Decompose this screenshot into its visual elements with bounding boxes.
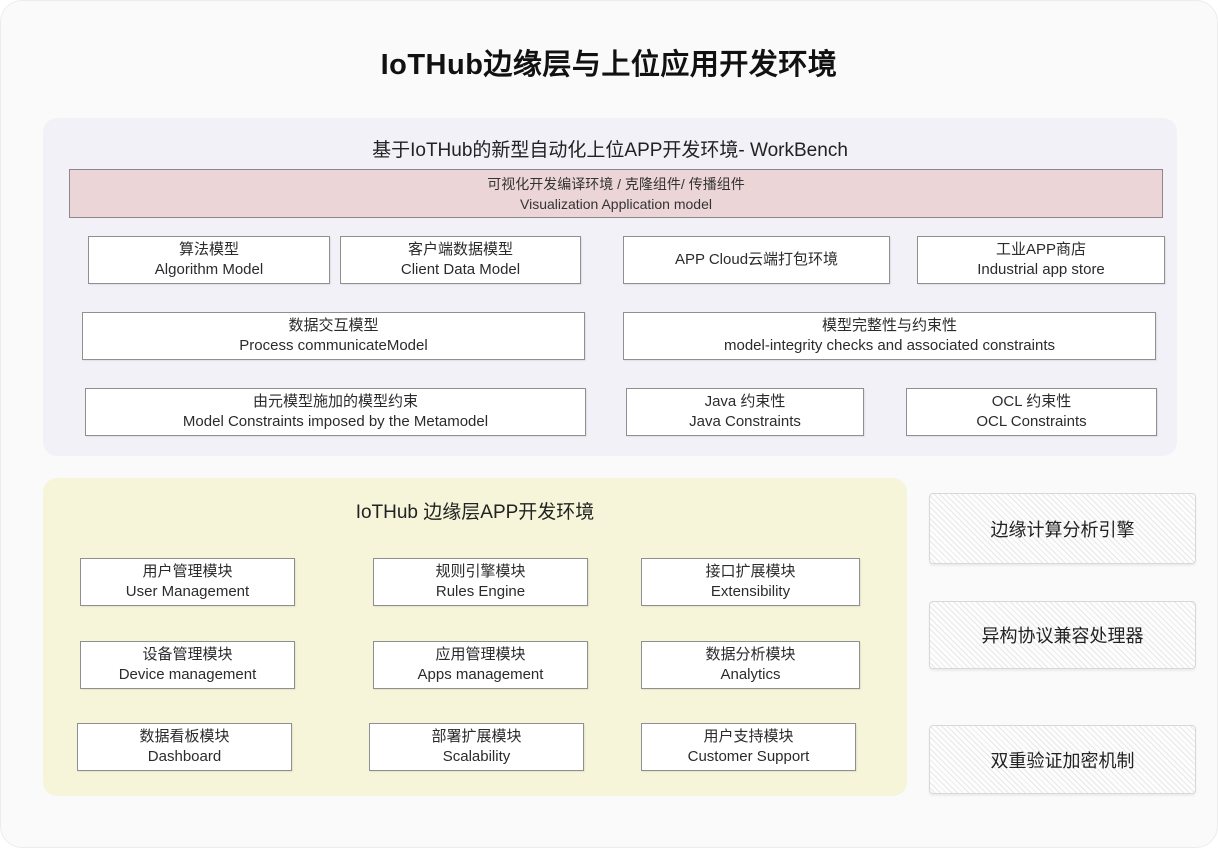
page-title: IoTHub边缘层与上位应用开发环境 — [380, 49, 838, 81]
side-box-label: 边缘计算分析引擎 — [990, 519, 1135, 540]
box-process-communicate-model: 数据交互模型 Process communicateModel — [82, 312, 585, 360]
box-label-en: model-integrity checks and associated co… — [724, 337, 1055, 354]
module-label-cn: 应用管理模块 — [435, 646, 526, 663]
box-ocl-constraints: OCL 约束性 OCL Constraints — [906, 388, 1157, 436]
side-box-protocol-compatibility-processor: 异构协议兼容处理器 — [929, 601, 1196, 669]
module-label-en: User Management — [125, 583, 250, 600]
module-user-management: 用户管理模块 User Management — [80, 558, 295, 606]
box-label-en: Industrial app store — [977, 261, 1105, 278]
module-label-cn: 规则引擎模块 — [435, 563, 526, 580]
edge-panel: IoTHub 边缘层APP开发环境 用户管理模块 User Management… — [43, 478, 907, 796]
module-label-cn: 数据分析模块 — [705, 646, 796, 663]
side-box-label: 异构协议兼容处理器 — [981, 626, 1144, 646]
module-label-cn: 数据看板模块 — [139, 728, 230, 745]
box-label-en: Model Constraints imposed by the Metamod… — [182, 413, 489, 430]
module-label-en: Scalability — [442, 748, 511, 765]
box-label-cn: 算法模型 — [178, 241, 239, 258]
box-label-en: Algorithm Model — [154, 261, 264, 278]
module-rules-engine: 规则引擎模块 Rules Engine — [373, 558, 588, 606]
module-label-cn: 用户支持模块 — [703, 728, 794, 745]
visualization-banner: 可视化开发编译环境 / 克隆组件/ 传播组件 Visualization App… — [69, 169, 1163, 218]
box-label-cn: 模型完整性与约束性 — [821, 317, 957, 334]
box-client-data-model: 客户端数据模型 Client Data Model — [340, 236, 581, 284]
workbench-panel-title: 基于IoTHub的新型自动化上位APP开发环境- WorkBench — [372, 140, 848, 161]
box-label-en: Client Data Model — [400, 261, 521, 278]
side-box-dual-verification-encryption: 双重验证加密机制 — [929, 725, 1196, 794]
box-metamodel-constraints: 由元模型施加的模型约束 Model Constraints imposed by… — [85, 388, 586, 436]
module-label-en: Customer Support — [687, 748, 810, 765]
box-label-en: OCL Constraints — [976, 413, 1087, 430]
module-extensibility: 接口扩展模块 Extensibility — [641, 558, 860, 606]
box-label-cn: OCL 约束性 — [991, 393, 1072, 410]
module-analytics: 数据分析模块 Analytics — [641, 641, 860, 689]
module-device-management: 设备管理模块 Device management — [80, 641, 295, 689]
banner-line-en: Visualization Application model — [520, 195, 712, 212]
box-label-en: Process communicateModel — [239, 337, 428, 354]
module-label-cn: 接口扩展模块 — [705, 563, 796, 580]
side-box-label: 双重验证加密机制 — [990, 750, 1135, 771]
side-box-edge-computing-engine: 边缘计算分析引擎 — [929, 493, 1196, 564]
module-label-en: Device management — [118, 666, 257, 683]
module-label-cn: 用户管理模块 — [142, 563, 233, 580]
module-scalability: 部署扩展模块 Scalability — [369, 723, 584, 771]
box-label-cn: 数据交互模型 — [288, 317, 379, 334]
box-industrial-app-store: 工业APP商店 Industrial app store — [917, 236, 1165, 284]
module-customer-support: 用户支持模块 Customer Support — [641, 723, 856, 771]
box-label-cn: Java 约束性 — [704, 393, 786, 410]
module-label-cn: 设备管理模块 — [142, 646, 233, 663]
module-apps-management: 应用管理模块 Apps management — [373, 641, 588, 689]
module-label-en: Rules Engine — [435, 583, 526, 600]
module-label-en: Dashboard — [147, 748, 222, 765]
box-app-cloud-packaging: APP Cloud云端打包环境 — [623, 236, 890, 284]
module-dashboard: 数据看板模块 Dashboard — [77, 723, 292, 771]
module-label-en: Analytics — [720, 666, 781, 683]
banner-line-cn: 可视化开发编译环境 / 克隆组件/ 传播组件 — [487, 175, 745, 192]
edge-panel-title: IoTHub 边缘层APP开发环境 — [355, 502, 595, 523]
box-label-cn: APP Cloud云端打包环境 — [674, 251, 839, 268]
box-label-cn: 由元模型施加的模型约束 — [252, 393, 418, 410]
box-label-cn: 客户端数据模型 — [407, 241, 513, 258]
box-java-constraints: Java 约束性 Java Constraints — [626, 388, 864, 436]
box-algorithm-model: 算法模型 Algorithm Model — [88, 236, 330, 284]
box-label-cn: 工业APP商店 — [995, 241, 1086, 258]
module-label-en: Apps management — [417, 666, 544, 683]
module-label-en: Extensibility — [710, 583, 791, 600]
box-model-integrity-checks: 模型完整性与约束性 model-integrity checks and ass… — [623, 312, 1156, 360]
workbench-panel: 基于IoTHub的新型自动化上位APP开发环境- WorkBench 可视化开发… — [43, 118, 1177, 456]
box-label-en: Java Constraints — [689, 413, 801, 430]
module-label-cn: 部署扩展模块 — [431, 728, 522, 745]
